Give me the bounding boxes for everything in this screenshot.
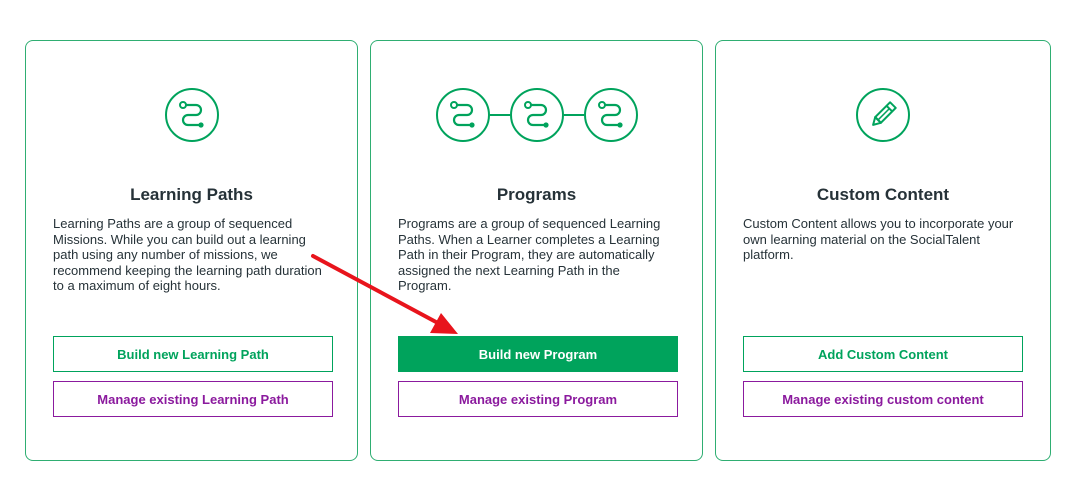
learning-paths-icon-row	[26, 87, 357, 143]
program-chain-icon	[583, 88, 638, 142]
programs-icon-row	[371, 87, 702, 143]
card-description: Programs are a group of sequenced Learni…	[398, 216, 661, 293]
manage-program-button[interactable]: Manage existing Program	[398, 381, 678, 417]
program-chain-icon	[435, 88, 490, 142]
card-title: Programs	[496, 185, 577, 204]
card-title: Custom Content	[816, 185, 950, 204]
pencil-icon	[856, 88, 910, 142]
card-title: Learning Paths	[130, 185, 253, 204]
custom-content-icon-row	[716, 87, 1050, 143]
learning-paths-card: Learning Paths Learning Paths are a grou…	[25, 40, 358, 461]
build-program-button[interactable]: Build new Program	[398, 336, 678, 372]
chain-connector	[563, 114, 584, 116]
manage-custom-content-button[interactable]: Manage existing custom content	[743, 381, 1023, 417]
path-icon	[164, 88, 219, 142]
programs-card: Programs Programs are a group of sequenc…	[370, 40, 703, 461]
program-chain-icon	[509, 88, 564, 142]
manage-learning-path-button[interactable]: Manage existing Learning Path	[53, 381, 333, 417]
chain-connector	[489, 114, 510, 116]
build-learning-path-button[interactable]: Build new Learning Path	[53, 336, 333, 372]
card-description: Custom Content allows you to incorporate…	[743, 216, 1014, 262]
card-description: Learning Paths are a group of sequenced …	[53, 216, 322, 293]
custom-content-card: Custom Content Custom Content allows you…	[715, 40, 1051, 461]
add-custom-content-button[interactable]: Add Custom Content	[743, 336, 1023, 372]
